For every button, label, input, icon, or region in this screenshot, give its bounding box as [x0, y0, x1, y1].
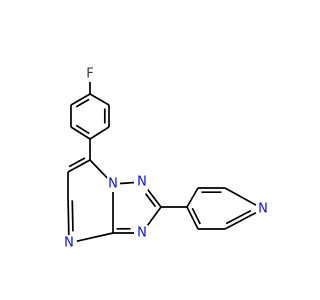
bond-16 [146, 206, 162, 228]
fluorine-atom-label: F [86, 67, 93, 82]
pyridine-nitrogen-label: N [258, 202, 268, 217]
bond-15 [146, 187, 162, 208]
bond-1-double [75, 98, 90, 108]
bond-1 [70, 93, 91, 106]
bond-4 [89, 126, 110, 140]
bond-15-double [144, 193, 157, 208]
bond-13 [89, 159, 109, 180]
atom-labels: F N N N N N [63, 66, 269, 251]
bond-21 [224, 187, 257, 206]
bond-3 [70, 126, 91, 140]
triazole-nitrogen-4-label: N [137, 226, 147, 241]
bond-8-double [68, 157, 86, 168]
bond-8 [67, 159, 91, 173]
bond-10-double [71, 200, 74, 232]
bridgehead-nitrogen-label: N [108, 177, 118, 192]
bond-14 [119, 181, 135, 185]
bond-24-double [191, 207, 201, 225]
bond-6 [89, 93, 110, 106]
triazole-nitrogen-2-label: N [137, 175, 147, 190]
bond-11 [76, 232, 114, 243]
bond-22-double [225, 209, 252, 225]
bond-19 [186, 187, 199, 208]
pyrimidine-nitrogen-label: N [64, 236, 74, 251]
bond-3-double [75, 124, 90, 135]
bond-10 [67, 196, 70, 236]
molecule-structure-drawing: F N N N N N [63, 66, 269, 251]
bond-lines [67, 82, 257, 243]
bond-22 [224, 211, 257, 230]
bond-24 [186, 206, 199, 230]
